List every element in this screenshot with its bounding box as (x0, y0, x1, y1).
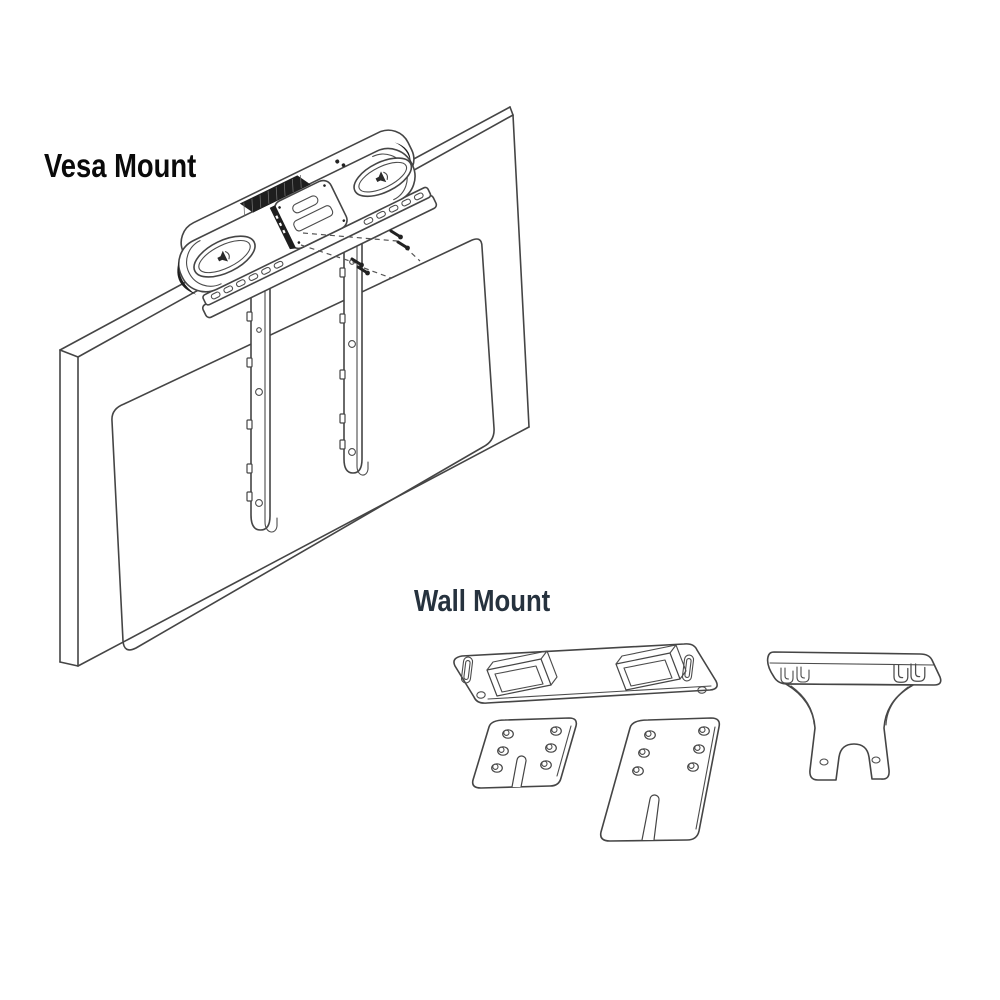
vesa-rail-right (339, 217, 369, 476)
screw-icon (356, 265, 370, 276)
screw-icon (389, 229, 403, 240)
adapter-plate-large (599, 717, 721, 842)
speaker-oval-left (193, 235, 256, 278)
bracket-slot-left (460, 656, 474, 684)
keyhole-slot (641, 794, 660, 841)
dashed-guide (363, 267, 392, 279)
vesa-bracket-bar (202, 186, 438, 319)
display-screen-inner (111, 238, 495, 651)
dashed-guide (300, 244, 357, 264)
screw-icon (396, 240, 410, 251)
bracket-hook-frame-right (615, 644, 687, 691)
wall-hook (780, 667, 794, 684)
wall-mount-label: Wall Mount (414, 583, 551, 618)
adapter-plate-small (471, 717, 578, 789)
bracket-hook-frame-left (486, 650, 558, 697)
wall-hook (893, 664, 909, 683)
wall-hook (910, 663, 926, 682)
side-vent (269, 205, 297, 250)
speaker-oval-right (353, 157, 413, 198)
keyhole-slot (511, 755, 527, 788)
soundbar-device (177, 129, 416, 295)
speaker-icon-right (375, 171, 389, 183)
speaker-grille (239, 174, 311, 216)
bracket-body (785, 683, 914, 781)
endcap-shadow-left (177, 261, 197, 295)
wall-bar-bracket (453, 643, 718, 704)
screw-icon (350, 257, 364, 268)
speaker-icon-left (217, 250, 230, 262)
wall-hook-bracket (766, 651, 942, 781)
display-panel (59, 106, 530, 667)
wall-hook (796, 666, 810, 683)
vesa-rail-left (246, 267, 278, 533)
screws (350, 229, 410, 276)
endcap-shadow-right (394, 142, 411, 164)
dashed-guide (302, 232, 398, 242)
vesa-mount-label: Vesa Mount (44, 147, 197, 184)
mic-hole (341, 163, 346, 167)
camera-module (269, 179, 348, 250)
mic-hole (335, 159, 340, 164)
bracket-slot-right (681, 654, 695, 682)
